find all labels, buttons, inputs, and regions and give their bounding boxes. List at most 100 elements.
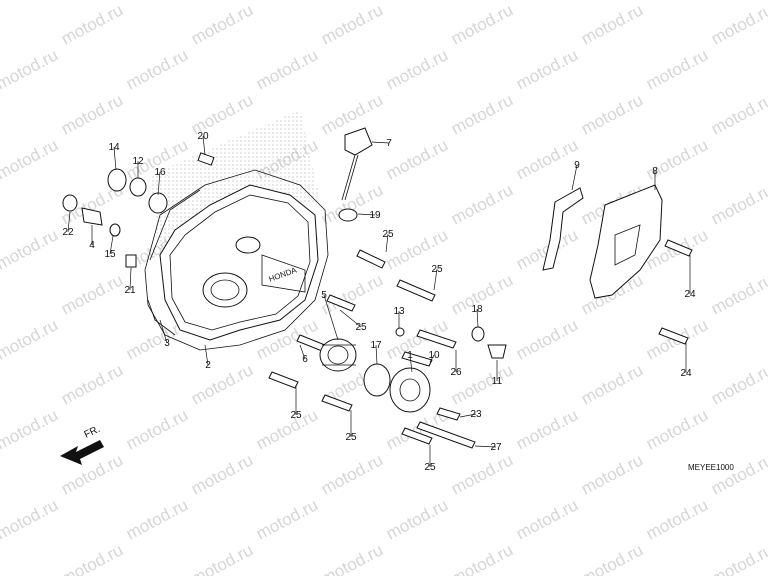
bearing-16 bbox=[148, 192, 168, 214]
callout-label: 4 bbox=[89, 240, 95, 251]
watermark-text: motod.ru bbox=[0, 135, 61, 183]
watermark-text: motod.ru bbox=[513, 315, 581, 363]
callout-label: 20 bbox=[197, 131, 209, 142]
oil-filler-cap bbox=[341, 127, 373, 201]
watermark-text: motod.ru bbox=[578, 0, 646, 48]
callout-leader bbox=[339, 309, 362, 328]
callout-label: 6 bbox=[302, 354, 308, 365]
callout-label: 3 bbox=[164, 338, 170, 349]
callout-label: 18 bbox=[471, 304, 483, 315]
filter-cover bbox=[389, 367, 431, 413]
watermark-text: motod.ru bbox=[123, 0, 191, 4]
callout-label: 13 bbox=[393, 306, 405, 317]
callout-leader bbox=[409, 354, 413, 373]
callout-leader bbox=[204, 344, 209, 366]
watermark-text: motod.ru bbox=[708, 360, 768, 408]
watermark-text: motod.ru bbox=[0, 225, 61, 273]
callout-label: 2 bbox=[205, 360, 211, 371]
watermark-text: motod.ru bbox=[383, 0, 451, 4]
callout-label: 7 bbox=[386, 138, 392, 149]
watermark-text: motod.ru bbox=[253, 495, 321, 543]
callout-label: 19 bbox=[369, 210, 381, 221]
bolt-group bbox=[268, 239, 693, 449]
watermark-text: motod.ru bbox=[0, 45, 61, 93]
callout-label: 12 bbox=[132, 156, 144, 167]
watermark-text: motod.ru bbox=[448, 450, 516, 498]
watermark-text: motod.ru bbox=[383, 495, 451, 543]
callout-leader bbox=[459, 413, 477, 418]
watermark-text: motod.ru bbox=[578, 540, 646, 576]
watermark-text: motod.ru bbox=[0, 0, 61, 4]
watermark-text: motod.ru bbox=[708, 180, 768, 228]
oil-filter bbox=[319, 338, 357, 372]
watermark-text: motod.ru bbox=[253, 45, 321, 93]
callout-leader bbox=[433, 268, 438, 291]
watermark-text: motod.ru bbox=[188, 0, 256, 48]
front-arrow-icon bbox=[60, 440, 104, 465]
watermark-text: motod.ru bbox=[513, 405, 581, 453]
guard-8 bbox=[589, 184, 663, 299]
watermark-text: motod.ru bbox=[318, 0, 386, 48]
washer-14 bbox=[107, 168, 127, 192]
callout-label: 16 bbox=[154, 167, 166, 178]
plug-11 bbox=[487, 344, 507, 359]
callout-label: 23 bbox=[470, 409, 482, 420]
callout-label: 25 bbox=[424, 462, 436, 473]
washer-13 bbox=[395, 327, 405, 337]
callout-label: 9 bbox=[574, 160, 580, 171]
callout-label: 27 bbox=[490, 442, 502, 453]
watermark-text: motod.ru bbox=[448, 90, 516, 138]
callout-leader bbox=[429, 354, 435, 363]
callout-leader bbox=[476, 308, 479, 328]
watermark-text: motod.ru bbox=[58, 270, 126, 318]
watermark-text: motod.ru bbox=[513, 45, 581, 93]
ring-15 bbox=[109, 223, 121, 237]
watermark-text: motod.ru bbox=[0, 315, 61, 363]
watermark-text: motod.ru bbox=[708, 90, 768, 138]
callout-leader bbox=[113, 146, 117, 171]
watermark-text: motod.ru bbox=[448, 0, 516, 48]
watermark-text: motod.ru bbox=[318, 540, 386, 576]
callout-label: 5 bbox=[321, 290, 327, 301]
callout-label: 25 bbox=[431, 264, 443, 275]
callout-leader bbox=[323, 294, 339, 341]
watermark-text: motod.ru bbox=[578, 360, 646, 408]
callout-label: 14 bbox=[108, 142, 120, 153]
callout-leader bbox=[159, 319, 168, 344]
watermark-text: motod.ru bbox=[383, 45, 451, 93]
callout-leader bbox=[109, 235, 114, 255]
watermark-text: motod.ru bbox=[318, 180, 386, 228]
watermark-text: motod.ru bbox=[58, 540, 126, 576]
callout-label: 24 bbox=[680, 368, 692, 379]
callout-label: 17 bbox=[370, 340, 382, 351]
watermark-text: motod.ru bbox=[513, 0, 581, 4]
watermark-text: motod.ru bbox=[448, 540, 516, 576]
watermark-text: motod.ru bbox=[708, 270, 768, 318]
watermark-text: motod.ru bbox=[0, 405, 61, 453]
callout-label: 11 bbox=[492, 376, 503, 387]
watermark-text: motod.ru bbox=[383, 135, 451, 183]
guard-9 bbox=[542, 187, 584, 271]
watermark-text: motod.ru bbox=[123, 45, 191, 93]
dowel-21 bbox=[125, 254, 137, 268]
callout-leader bbox=[571, 164, 578, 191]
callout-leader bbox=[375, 344, 378, 365]
front-label: FR. bbox=[83, 424, 102, 441]
watermark-text: motod.ru bbox=[58, 360, 126, 408]
callout-leader bbox=[67, 211, 71, 233]
watermark-text: motod.ru bbox=[643, 0, 711, 4]
watermark-text: motod.ru bbox=[253, 405, 321, 453]
shaft-4 bbox=[81, 207, 103, 226]
callout-leader bbox=[129, 267, 132, 291]
seal-12 bbox=[129, 177, 147, 197]
watermark-text: motod.ru bbox=[58, 0, 126, 48]
callout-layer: 1234567891011121314151617181920212223242… bbox=[62, 131, 696, 473]
callout-label: 8 bbox=[652, 166, 658, 177]
callout-label: 25 bbox=[355, 322, 367, 333]
watermark-text: motod.ru bbox=[318, 450, 386, 498]
watermark-text: motod.ru bbox=[188, 450, 256, 498]
callout-leader bbox=[299, 344, 306, 360]
diagram-code: MEYEE1000 bbox=[688, 463, 734, 472]
